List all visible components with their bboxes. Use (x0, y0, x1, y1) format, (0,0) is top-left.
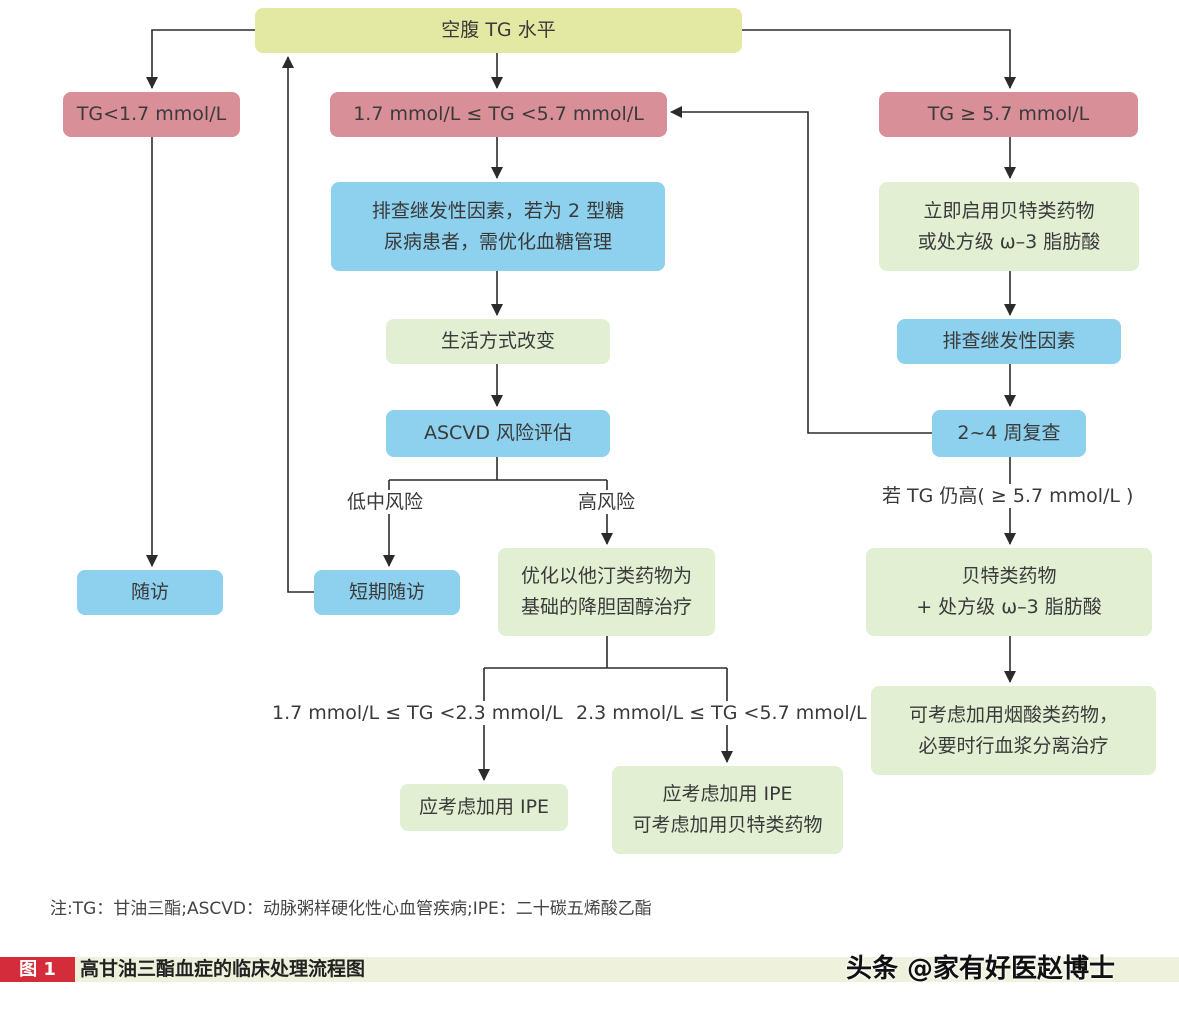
tg-still-high-label: 若 TG 仍高( ≥ 5.7 mmol/L ) (880, 484, 1136, 508)
tg-high-label: TG ≥ 5.7 mmol/L (927, 103, 1090, 125)
tg-low-node: TG<1.7 mmol/L (63, 92, 240, 137)
follow-up-label: 随访 (130, 581, 169, 603)
follow-up-node: 随访 (77, 570, 223, 615)
start-fibrate-node: 立即启用贝特类药物 或处方级 ω–3 脂肪酸 (879, 182, 1139, 271)
screen-secondary-high-node: 排查继发性因素 (897, 319, 1121, 364)
consider-niacin-line1: 可考虑加用烟酸类药物， (908, 703, 1118, 726)
ascvd-node: ASCVD 风险评估 (386, 410, 610, 457)
fibrate-plus-node: 贝特类药物 + 处方级 ω–3 脂肪酸 (866, 548, 1152, 636)
screen-secondary-mid-line1: 排查继发性因素，若为 2 型糖 (371, 199, 625, 222)
start-fibrate-line1: 立即启用贝特类药物 (923, 199, 1095, 222)
lifestyle-node: 生活方式改变 (386, 319, 610, 364)
recheck-node: 2~4 周复查 (932, 410, 1086, 457)
lifestyle-label: 生活方式改变 (440, 330, 555, 352)
caption-bar (0, 957, 1179, 982)
tg-high-node: TG ≥ 5.7 mmol/L (879, 92, 1138, 137)
statin-base-node: 优化以他汀类药物为 基础的降胆固醇治疗 (498, 548, 715, 636)
range-high-label: 2.3 mmol/L ≤ TG <5.7 mmol/L (574, 701, 869, 725)
fibrate-plus-line1: 贝特类药物 (961, 565, 1057, 587)
statin-base-line2: 基础的降胆固醇治疗 (520, 596, 692, 618)
tg-mid-label: 1.7 mmol/L ≤ TG <5.7 mmol/L (353, 103, 644, 125)
should-ipe-label: 应考虑加用 IPE (418, 796, 550, 818)
fasting-tg-node: 空腹 TG 水平 (255, 8, 742, 53)
may-ipe-fibrate-line1: 应考虑加用 IPE (662, 783, 793, 805)
screen-secondary-high-label: 排查继发性因素 (942, 330, 1076, 352)
may-ipe-fibrate-node: 应考虑加用 IPE 可考虑加用贝特类药物 (612, 766, 843, 854)
screen-secondary-mid-node: 排查继发性因素，若为 2 型糖 尿病患者，需优化血糖管理 (331, 182, 665, 271)
short-follow-up-node: 短期随访 (314, 570, 460, 615)
figure-title: 高甘油三酯血症的临床处理流程图 (80, 958, 366, 980)
screen-secondary-mid-line2: 尿病患者，需优化血糖管理 (383, 230, 612, 253)
recheck-label: 2~4 周复查 (957, 422, 1061, 444)
figure-tag: 图 1 (0, 957, 75, 982)
fibrate-plus-line2: + 处方级 ω–3 脂肪酸 (916, 596, 1102, 618)
consider-niacin-node: 可考虑加用烟酸类药物， 必要时行血浆分离治疗 (871, 686, 1156, 775)
range-low-label: 1.7 mmol/L ≤ TG <2.3 mmol/L (270, 701, 565, 725)
high-risk-label: 高风险 (576, 490, 638, 514)
start-fibrate-line2: 或处方级 ω–3 脂肪酸 (917, 230, 1101, 253)
may-ipe-fibrate-line2: 可考虑加用贝特类药物 (632, 814, 823, 836)
short-follow-up-label: 短期随访 (348, 581, 425, 603)
statin-base-line1: 优化以他汀类药物为 (520, 565, 692, 587)
low-mid-risk-label: 低中风险 (345, 490, 426, 514)
tg-mid-node: 1.7 mmol/L ≤ TG <5.7 mmol/L (330, 92, 667, 137)
consider-niacin-line2: 必要时行血浆分离治疗 (918, 734, 1109, 757)
fasting-tg-label: 空腹 TG 水平 (441, 19, 556, 41)
tg-low-label: TG<1.7 mmol/L (76, 103, 227, 125)
ascvd-label: ASCVD 风险评估 (424, 422, 572, 444)
source-watermark: 头条 @家有好医赵博士 (846, 954, 1116, 984)
should-ipe-node: 应考虑加用 IPE (400, 784, 568, 831)
abbreviation-note: 注:TG：甘油三酯;ASCVD：动脉粥样硬化性心血管疾病;IPE：二十碳五烯酸乙… (50, 899, 652, 919)
